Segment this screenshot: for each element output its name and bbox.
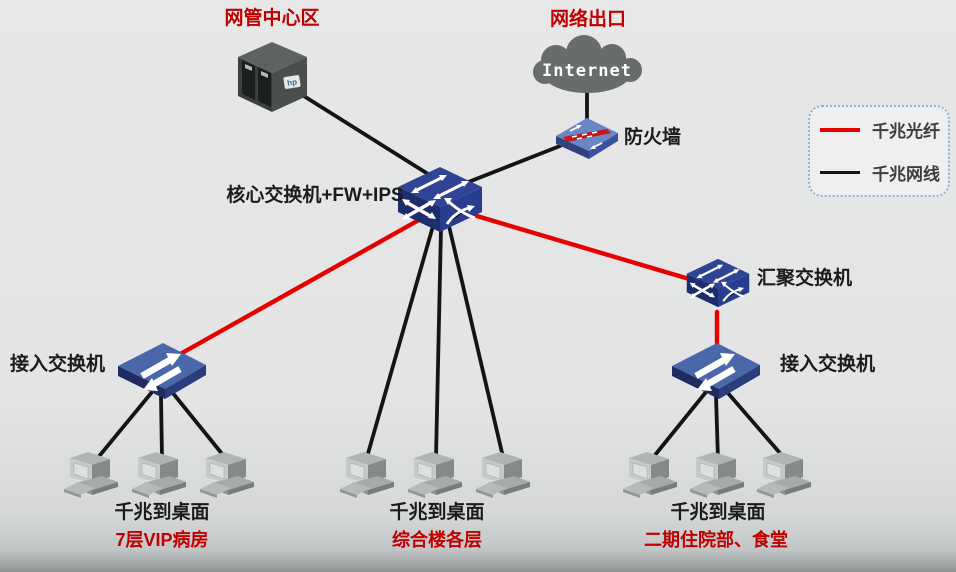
access-switch-left-icon — [118, 343, 206, 399]
label-mgmt-zone: 网管中心区 — [224, 8, 320, 29]
pc-icon — [623, 451, 678, 499]
internet-cloud-icon — [533, 35, 642, 93]
link-core-accessleft-fiber — [163, 213, 429, 365]
label-bandwidth-center: 千兆到桌面 — [389, 502, 485, 523]
legend-label-cable: 千兆网线 — [872, 165, 940, 184]
label-aggregation-switch: 汇聚交换机 — [757, 268, 853, 289]
link-core-pc-center-1 — [365, 224, 435, 459]
label-bandwidth-right: 千兆到桌面 — [670, 502, 766, 523]
links — [94, 86, 788, 462]
label-core-switch: 核心交换机+FW+IPS — [226, 185, 404, 206]
firewall-icon — [556, 118, 618, 160]
pc-icon — [200, 451, 255, 499]
pc-icon — [340, 451, 395, 499]
pc-icon — [476, 451, 531, 499]
legend-line-cable-icon — [820, 171, 860, 174]
label-location-center: 综合楼各层 — [392, 530, 482, 550]
label-access-switch-left: 接入交换机 — [10, 354, 106, 375]
label-network-exit: 网络出口 — [549, 9, 627, 30]
legend-item-fiber: 千兆光纤 — [820, 117, 948, 142]
link-accessleft-pc-1 — [94, 390, 154, 462]
hp-server-icon: hp — [238, 42, 307, 112]
aggregation-switch-icon — [686, 257, 750, 309]
pc-group-left — [64, 451, 255, 499]
label-location-left: 7层VIP病房 — [115, 530, 209, 550]
label-access-switch-right: 接入交换机 — [780, 354, 876, 375]
link-accessright-pc-1 — [649, 390, 708, 462]
link-accessright-pc-2 — [714, 394, 720, 462]
link-core-pc-center-2 — [434, 226, 443, 459]
link-core-aggregation-fiber — [467, 211, 709, 287]
pc-icon — [132, 451, 187, 499]
legend-item-cable: 千兆网线 — [820, 160, 948, 185]
pc-group-center — [340, 451, 531, 499]
link-server-core — [297, 91, 438, 181]
link-accessleft-pc-2 — [159, 394, 164, 462]
pc-icon — [408, 451, 463, 499]
legend-line-fiber-icon — [820, 127, 860, 132]
link-core-pc-center-3 — [447, 224, 505, 459]
link-accessright-pc-3 — [725, 390, 788, 462]
label-bandwidth-left: 千兆到桌面 — [114, 502, 210, 523]
svg-text:hp: hp — [287, 77, 298, 87]
internet-label: Internet — [542, 61, 632, 81]
pc-icon — [690, 451, 745, 499]
pc-group-right — [623, 451, 812, 499]
pc-icon — [757, 451, 812, 499]
link-accessleft-pc-3 — [170, 390, 229, 462]
legend-label-fiber: 千兆光纤 — [872, 122, 940, 141]
access-switch-right-icon — [672, 343, 760, 399]
legend: 千兆光纤 千兆网线 — [808, 105, 950, 197]
label-firewall: 防火墙 — [624, 127, 682, 148]
label-location-right: 二期住院部、食堂 — [644, 530, 788, 550]
pc-icon — [64, 451, 119, 499]
